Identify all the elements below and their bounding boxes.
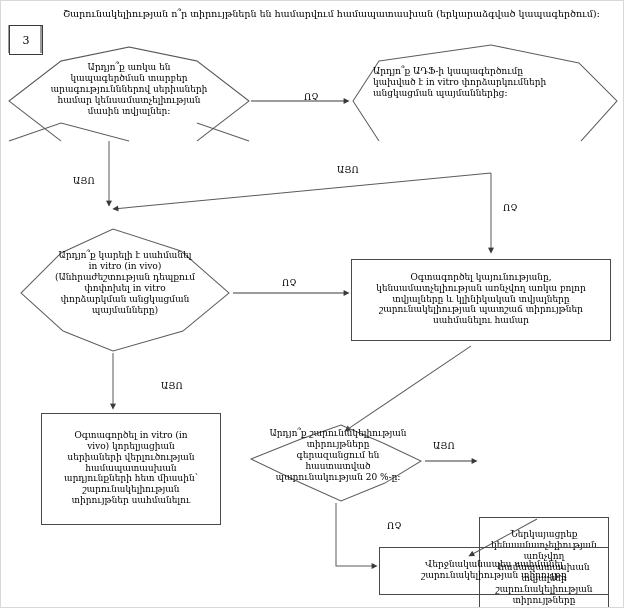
edge-label-d3-p1: ՈՉ (282, 279, 297, 289)
decision-node-d3-label: Արդյո՞ք կարելի է սահմանել in vitro (in v… (54, 251, 196, 316)
process-node-p4[interactable]: Վերջնականապես սահմանել շարունակելիության… (379, 547, 609, 595)
edge-label-d4-p3: ԱՅՈ (433, 442, 455, 452)
decision-node-d4[interactable]: Արդյո՞ք շարունակելիության տիրույթները գե… (253, 429, 423, 497)
process-node-p2[interactable]: Օգտագործել in vitro (in vivo) կորելյացիա… (41, 413, 221, 525)
decision-node-d1-label: Արդյո՞ք առկա են կապագերծման տարբեր արագո… (50, 63, 208, 117)
decision-node-d3[interactable]: Արդյո՞ք կարելի է սահմանել in vitro (in v… (25, 251, 225, 341)
decision-node-d1[interactable]: Արդյո՞ք առկա են կապագերծման տարբեր արագո… (31, 63, 227, 141)
edge-label-d4-p4: ՈՉ (387, 522, 402, 532)
decision-node-d4-label: Արդյո՞ք շարունակելիության տիրույթները գե… (269, 429, 407, 483)
page-caption: Շարունակելիության ո՞ր տիրույթներն են համ… (63, 9, 600, 20)
page-number: 3 (9, 25, 43, 55)
process-node-p1-label: Օգտագործել կայունությանը, կենսամատչելիու… (376, 272, 586, 327)
process-node-p1[interactable]: Օգտագործել կայունությանը, կենսամատչելիու… (351, 259, 611, 341)
process-node-p3[interactable]: Ներկայացրեք կենսամատչելիության առնչվող հ… (479, 517, 609, 607)
process-node-p4-label: Վերջնականապես սահմանել շարունակելիության… (421, 560, 567, 581)
process-node-p2-label: Օգտագործել in vitro (in vivo) կորելյացիա… (64, 430, 198, 507)
decision-node-d2[interactable]: Արդյո՞ք ԱԴՖ-ի կապագերծումը կախված է in v… (373, 67, 585, 119)
process-node-p3-label: Ներկայացրեք կենսամատչելիության առնչվող հ… (490, 530, 597, 607)
edge-label-d2-d3: ԱՅՈ (337, 166, 359, 176)
edge-label-d1-d2: ՈՉ (304, 93, 319, 103)
edge-label-d3-p2: ԱՅՈ (161, 382, 183, 392)
edge-label-d2-p1: ՈՉ (503, 204, 518, 214)
decision-node-d2-label: Արդյո՞ք ԱԴՖ-ի կապագերծումը կախված է in v… (373, 67, 547, 99)
edge-label-d1-d3: ԱՅՈ (73, 177, 95, 187)
